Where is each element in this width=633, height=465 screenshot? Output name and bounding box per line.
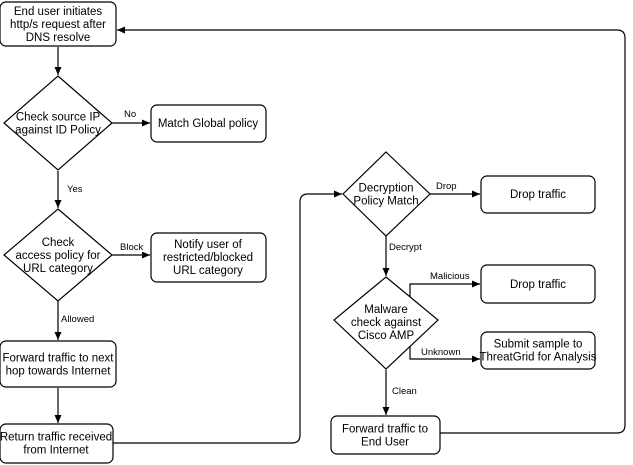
node-label-line: Decryption bbox=[359, 183, 414, 195]
node-label-line: Match Global policy bbox=[158, 118, 259, 130]
drop-traffic-box-2 bbox=[480, 264, 596, 304]
threatgrid-box bbox=[480, 331, 596, 370]
edge-label-yes: Yes bbox=[67, 184, 83, 195]
node-label-line: URL category bbox=[173, 265, 243, 277]
edge-label-decrypt: Decrypt bbox=[389, 242, 422, 253]
node-label-line: Check bbox=[42, 237, 75, 249]
node-label-drop-2: Drop traffic bbox=[510, 279, 566, 291]
decryption-diamond bbox=[342, 151, 431, 237]
node-label-line: End user initiates bbox=[14, 6, 102, 18]
forward-user-box bbox=[330, 415, 441, 455]
node-label-line: Cisco AMP bbox=[358, 330, 415, 342]
node-label-line: Forward traffic to next bbox=[3, 353, 115, 365]
node-label-drop-1: Drop traffic bbox=[510, 189, 566, 201]
check-access-diamond bbox=[3, 208, 113, 302]
edge-return-to-decryption bbox=[113, 190, 342, 444]
node-label-line: URL category bbox=[23, 263, 93, 275]
edge-unknown-to-threatgrid bbox=[409, 342, 480, 363]
node-label-line: access policy for bbox=[15, 250, 100, 262]
edge-label-drop: Drop bbox=[436, 181, 457, 192]
node-label-line: Drop traffic bbox=[510, 189, 566, 201]
connectors bbox=[54, 26, 626, 444]
node-label-line: Return traffic received bbox=[0, 432, 112, 444]
node-label-line: restricted/blocked bbox=[163, 252, 253, 264]
malware-diamond bbox=[333, 276, 439, 370]
node-label-line: Notify user of bbox=[174, 239, 243, 251]
edge-labels: No Yes Block Allowed Drop Decrypt Malici… bbox=[61, 107, 470, 397]
edge-label-no: No bbox=[124, 109, 136, 120]
node-label-global-policy: Match Global policy bbox=[158, 118, 259, 130]
drop-traffic-box-1 bbox=[480, 175, 596, 214]
node-label-line: Forward traffic to bbox=[342, 424, 428, 436]
node-label-line: hop towards Internet bbox=[6, 366, 112, 378]
shapes bbox=[0, 1, 596, 464]
node-label-line: DNS resolve bbox=[26, 32, 91, 44]
start-box bbox=[0, 1, 117, 47]
node-label-line: Submit sample to bbox=[494, 339, 583, 351]
check-ip-diamond bbox=[3, 75, 113, 171]
edge-label-block: Block bbox=[120, 242, 143, 253]
node-label-line: http/s request after bbox=[10, 19, 106, 31]
edge-forward-user-to-start bbox=[117, 26, 626, 434]
edge-label-unknown: Unknown bbox=[421, 347, 461, 358]
edge-label-malicious: Malicious bbox=[430, 271, 470, 282]
node-label-line: ThreatGrid for Analysis bbox=[480, 352, 597, 364]
edge-label-allowed: Allowed bbox=[61, 314, 94, 325]
notify-box bbox=[150, 232, 267, 283]
node-label-line: from Internet bbox=[23, 445, 89, 457]
node-label-line: Drop traffic bbox=[510, 279, 566, 291]
global-policy-box bbox=[150, 104, 267, 143]
node-label-line: check against bbox=[351, 317, 422, 329]
edge-label-clean: Clean bbox=[392, 386, 417, 397]
node-label-line: Policy Match bbox=[353, 196, 418, 208]
node-label-line: Malware bbox=[364, 304, 407, 316]
return-box bbox=[0, 423, 114, 464]
node-label-line: End User bbox=[361, 437, 409, 449]
node-label-line: against ID Policy bbox=[15, 125, 101, 137]
edge-malicious-to-drop-traffic bbox=[409, 280, 480, 299]
forward-next-box bbox=[0, 340, 117, 388]
node-label-line: Check source IP bbox=[16, 112, 101, 124]
